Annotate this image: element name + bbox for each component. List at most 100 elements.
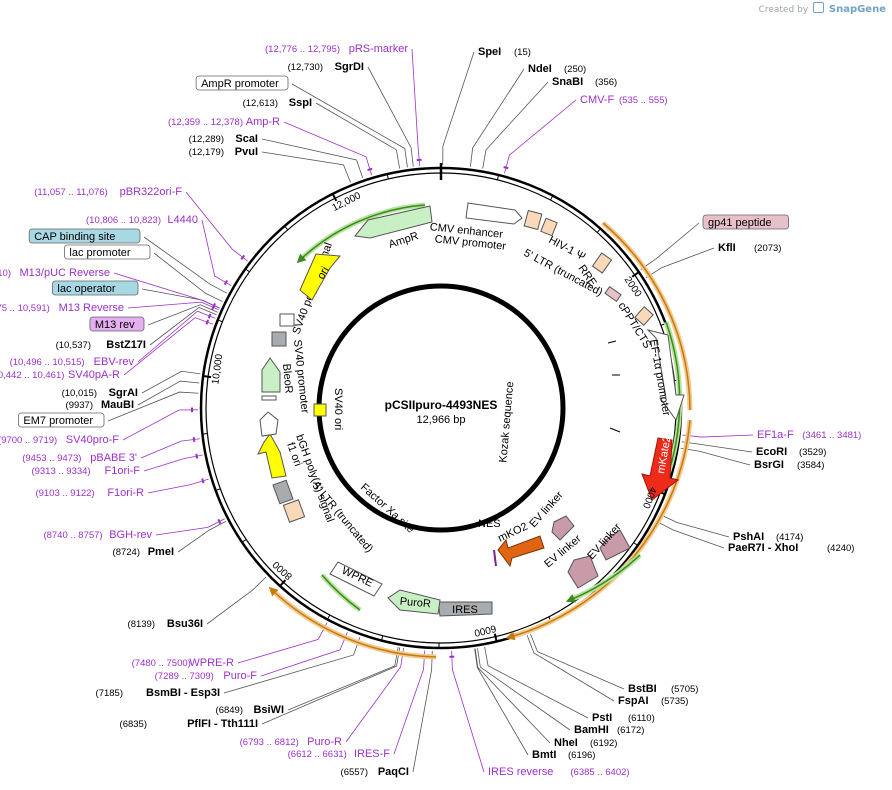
feature-sv40-ori: SV40 ori: [332, 388, 344, 430]
site-label-m13rev[interactable]: M13 rev: [89, 316, 145, 332]
site-label-lacop[interactable]: lac operator: [52, 280, 139, 296]
site-label-cap[interactable]: CAP binding site: [28, 228, 141, 244]
leader-line: [315, 102, 401, 169]
plasmid-name: pCSIIpuro-4493NES: [385, 398, 498, 412]
site-label-ef1af[interactable]: EF1a-F(3461 .. 3481): [757, 429, 861, 441]
site-label-sv40prof[interactable]: (9700 .. 9719)SV40pro-F: [0, 434, 119, 446]
site-label-pflfi[interactable]: (6835)PflFI - Tth111I: [120, 718, 258, 730]
tick-label: 6000: [473, 622, 498, 638]
site-name: IRES-F: [354, 748, 390, 760]
site-label-sspi[interactable]: (12,613)SspI: [243, 97, 312, 109]
site-label-nhei[interactable]: NheI(6192): [554, 737, 617, 749]
site-name: gp41 peptide: [708, 217, 772, 229]
site-name: KflI: [718, 242, 736, 254]
site-label-l4440[interactable]: (10,806 .. 10,823)L4440: [86, 214, 198, 226]
site-label-scai[interactable]: (12,289) ScaI: [189, 133, 258, 145]
feature-mko2: mKO2: [496, 521, 529, 545]
site-label-bsmbi[interactable]: (7185)BsmBI - Esp3I: [96, 687, 220, 699]
ev-linker-shape-2: [599, 529, 631, 561]
site-label-f1orif[interactable]: (9313 .. 9334)F1ori-F: [31, 465, 140, 477]
site-name: IRES reverse: [488, 766, 553, 778]
site-label-bamhi[interactable]: BamHI(6172): [574, 724, 644, 736]
leader-line: [474, 648, 551, 744]
site-label-sgrdi[interactable]: (12,730)SgrDI: [288, 61, 364, 73]
site-name: PaqCI: [378, 766, 409, 778]
tick-label: 8000: [271, 558, 295, 581]
ruler-minor-tick: [496, 175, 499, 180]
site-label-pbr322[interactable]: (11,057 .. 11,076)pBR322ori-F: [34, 186, 182, 198]
leader-line: [127, 301, 219, 311]
site-label-m13reverse[interactable]: (10,575 .. 10,591)M13 Reverse: [0, 302, 124, 314]
ruler-minor-tick: [216, 488, 221, 491]
site-name: Puro-R: [307, 736, 342, 748]
site-label-bghrev[interactable]: (8740 .. 8757) BGH-rev: [43, 529, 152, 541]
site-coord: (9103 .. 9122): [35, 488, 94, 499]
site-label-snabi[interactable]: SnaBI(356): [552, 76, 617, 88]
site-label-bsu36i[interactable]: (8139)Bsu36I: [128, 618, 203, 630]
sv40-promoter-shape: [259, 411, 279, 437]
feature-badge: [195, 75, 289, 91]
cppt-box: [634, 306, 654, 326]
primer-mark: [205, 319, 210, 325]
site-name: BGH-rev: [109, 529, 152, 541]
leader-line: [261, 138, 364, 179]
site-label-f1orir[interactable]: (9103 .. 9122)F1ori-R: [35, 487, 144, 499]
site-name: EF1a-F: [757, 429, 794, 441]
site-label-paqci[interactable]: (6557)PaqCI: [341, 766, 409, 778]
site-label-amprpro[interactable]: AmpR promoter: [195, 75, 289, 91]
site-label-psti[interactable]: PstI(6110): [592, 712, 655, 724]
site-coord: (6110): [628, 713, 655, 724]
site-coord: (8139): [128, 619, 155, 630]
site-label-ampr_p[interactable]: (12,359 .. 12,378)Amp-R: [168, 116, 280, 128]
leader-line: [442, 51, 475, 166]
site-label-pvui[interactable]: (12,179)PvuI: [189, 146, 258, 158]
site-label-ndei[interactable]: NdeI(250): [528, 63, 586, 75]
site-label-paer7i[interactable]: PaeR7I - XhoI(4240): [728, 542, 854, 554]
site-label-ebvrev[interactable]: (10,496 .. 10,515)EBV-rev: [10, 356, 135, 368]
site-label-pshai[interactable]: PshAI(4174): [733, 531, 803, 543]
site-label-wprer[interactable]: (7480 .. 7500)WPRE-R: [132, 657, 234, 669]
site-name: M13/pUC Reverse: [20, 267, 110, 279]
hiv-psi-box: [523, 209, 543, 231]
site-coord: (356): [595, 77, 617, 88]
site-label-bstbi[interactable]: BstBI(5705): [628, 683, 698, 695]
feature-ires: IRES: [452, 604, 478, 616]
site-label-pmei[interactable]: (8724)PmeI: [113, 546, 174, 558]
site-label-bstz17i[interactable]: (10,537)BstZ17I: [56, 339, 146, 351]
site-coord: (12,359 .. 12,378): [168, 117, 243, 128]
site-label-ecori[interactable]: EcoRI(3529): [756, 446, 826, 458]
ruler-minor-tick: [204, 375, 209, 378]
site-label-bsrgi[interactable]: BsrGI(3584): [754, 459, 824, 471]
leader-line: [107, 391, 199, 422]
site-label-m13puc[interactable]: (10,588 .. 10,610)M13/pUC Reverse: [0, 267, 110, 279]
site-coord: (12,289): [189, 134, 224, 145]
snapgene-logo-icon: [813, 2, 824, 13]
site-label-gp41[interactable]: gp41 peptide: [702, 214, 789, 230]
site-label-lacpro[interactable]: lac promoter: [64, 244, 151, 260]
primer-mark: [240, 254, 246, 260]
site-label-sv40par[interactable]: (10,442 .. 10,461)SV40pA-R: [0, 369, 120, 381]
site-label-kfli[interactable]: KflI(2073): [718, 242, 781, 254]
site-label-prs[interactable]: (12,776 .. 12,795)pRS-marker: [265, 43, 408, 55]
site-label-pbabe3[interactable]: (9453 .. 9473)pBABE 3': [22, 452, 137, 464]
site-label-spei[interactable]: SpeI(15): [478, 46, 531, 58]
site-label-sgrai[interactable]: (10,015)SgrAI: [62, 387, 138, 399]
site-name: FspAI: [618, 695, 649, 707]
primer-mark: [207, 313, 212, 319]
site-name: ScaI: [235, 133, 258, 145]
site-label-bmti[interactable]: BmtI(6196): [532, 749, 595, 761]
site-label-fspai[interactable]: FspAI(5735): [618, 695, 688, 707]
site-label-em7[interactable]: EM7 promoter: [17, 412, 105, 428]
site-label-iresrev[interactable]: IRES reverse(6385 .. 6402): [488, 766, 630, 778]
leader-line: [147, 304, 218, 326]
site-coord: (6849): [216, 705, 243, 716]
site-label-purof[interactable]: (7289 .. 7309)Puro-F: [155, 670, 258, 682]
site-label-cmvf[interactable]: CMV-F(535 .. 555): [580, 94, 668, 106]
site-coord: (8740 .. 8757): [43, 530, 102, 541]
site-label-bsiwi[interactable]: (6849)BsiWI: [216, 704, 284, 716]
site-coord: (6612 .. 6631): [288, 749, 347, 760]
site-label-iresf[interactable]: (6612 .. 6631) IRES-F: [288, 748, 391, 760]
site-label-puror[interactable]: (6793 .. 6812)Puro-R: [240, 736, 342, 748]
site-label-maubi[interactable]: (9937)MauBI: [66, 399, 134, 411]
ruler-minor-tick: [550, 196, 553, 201]
